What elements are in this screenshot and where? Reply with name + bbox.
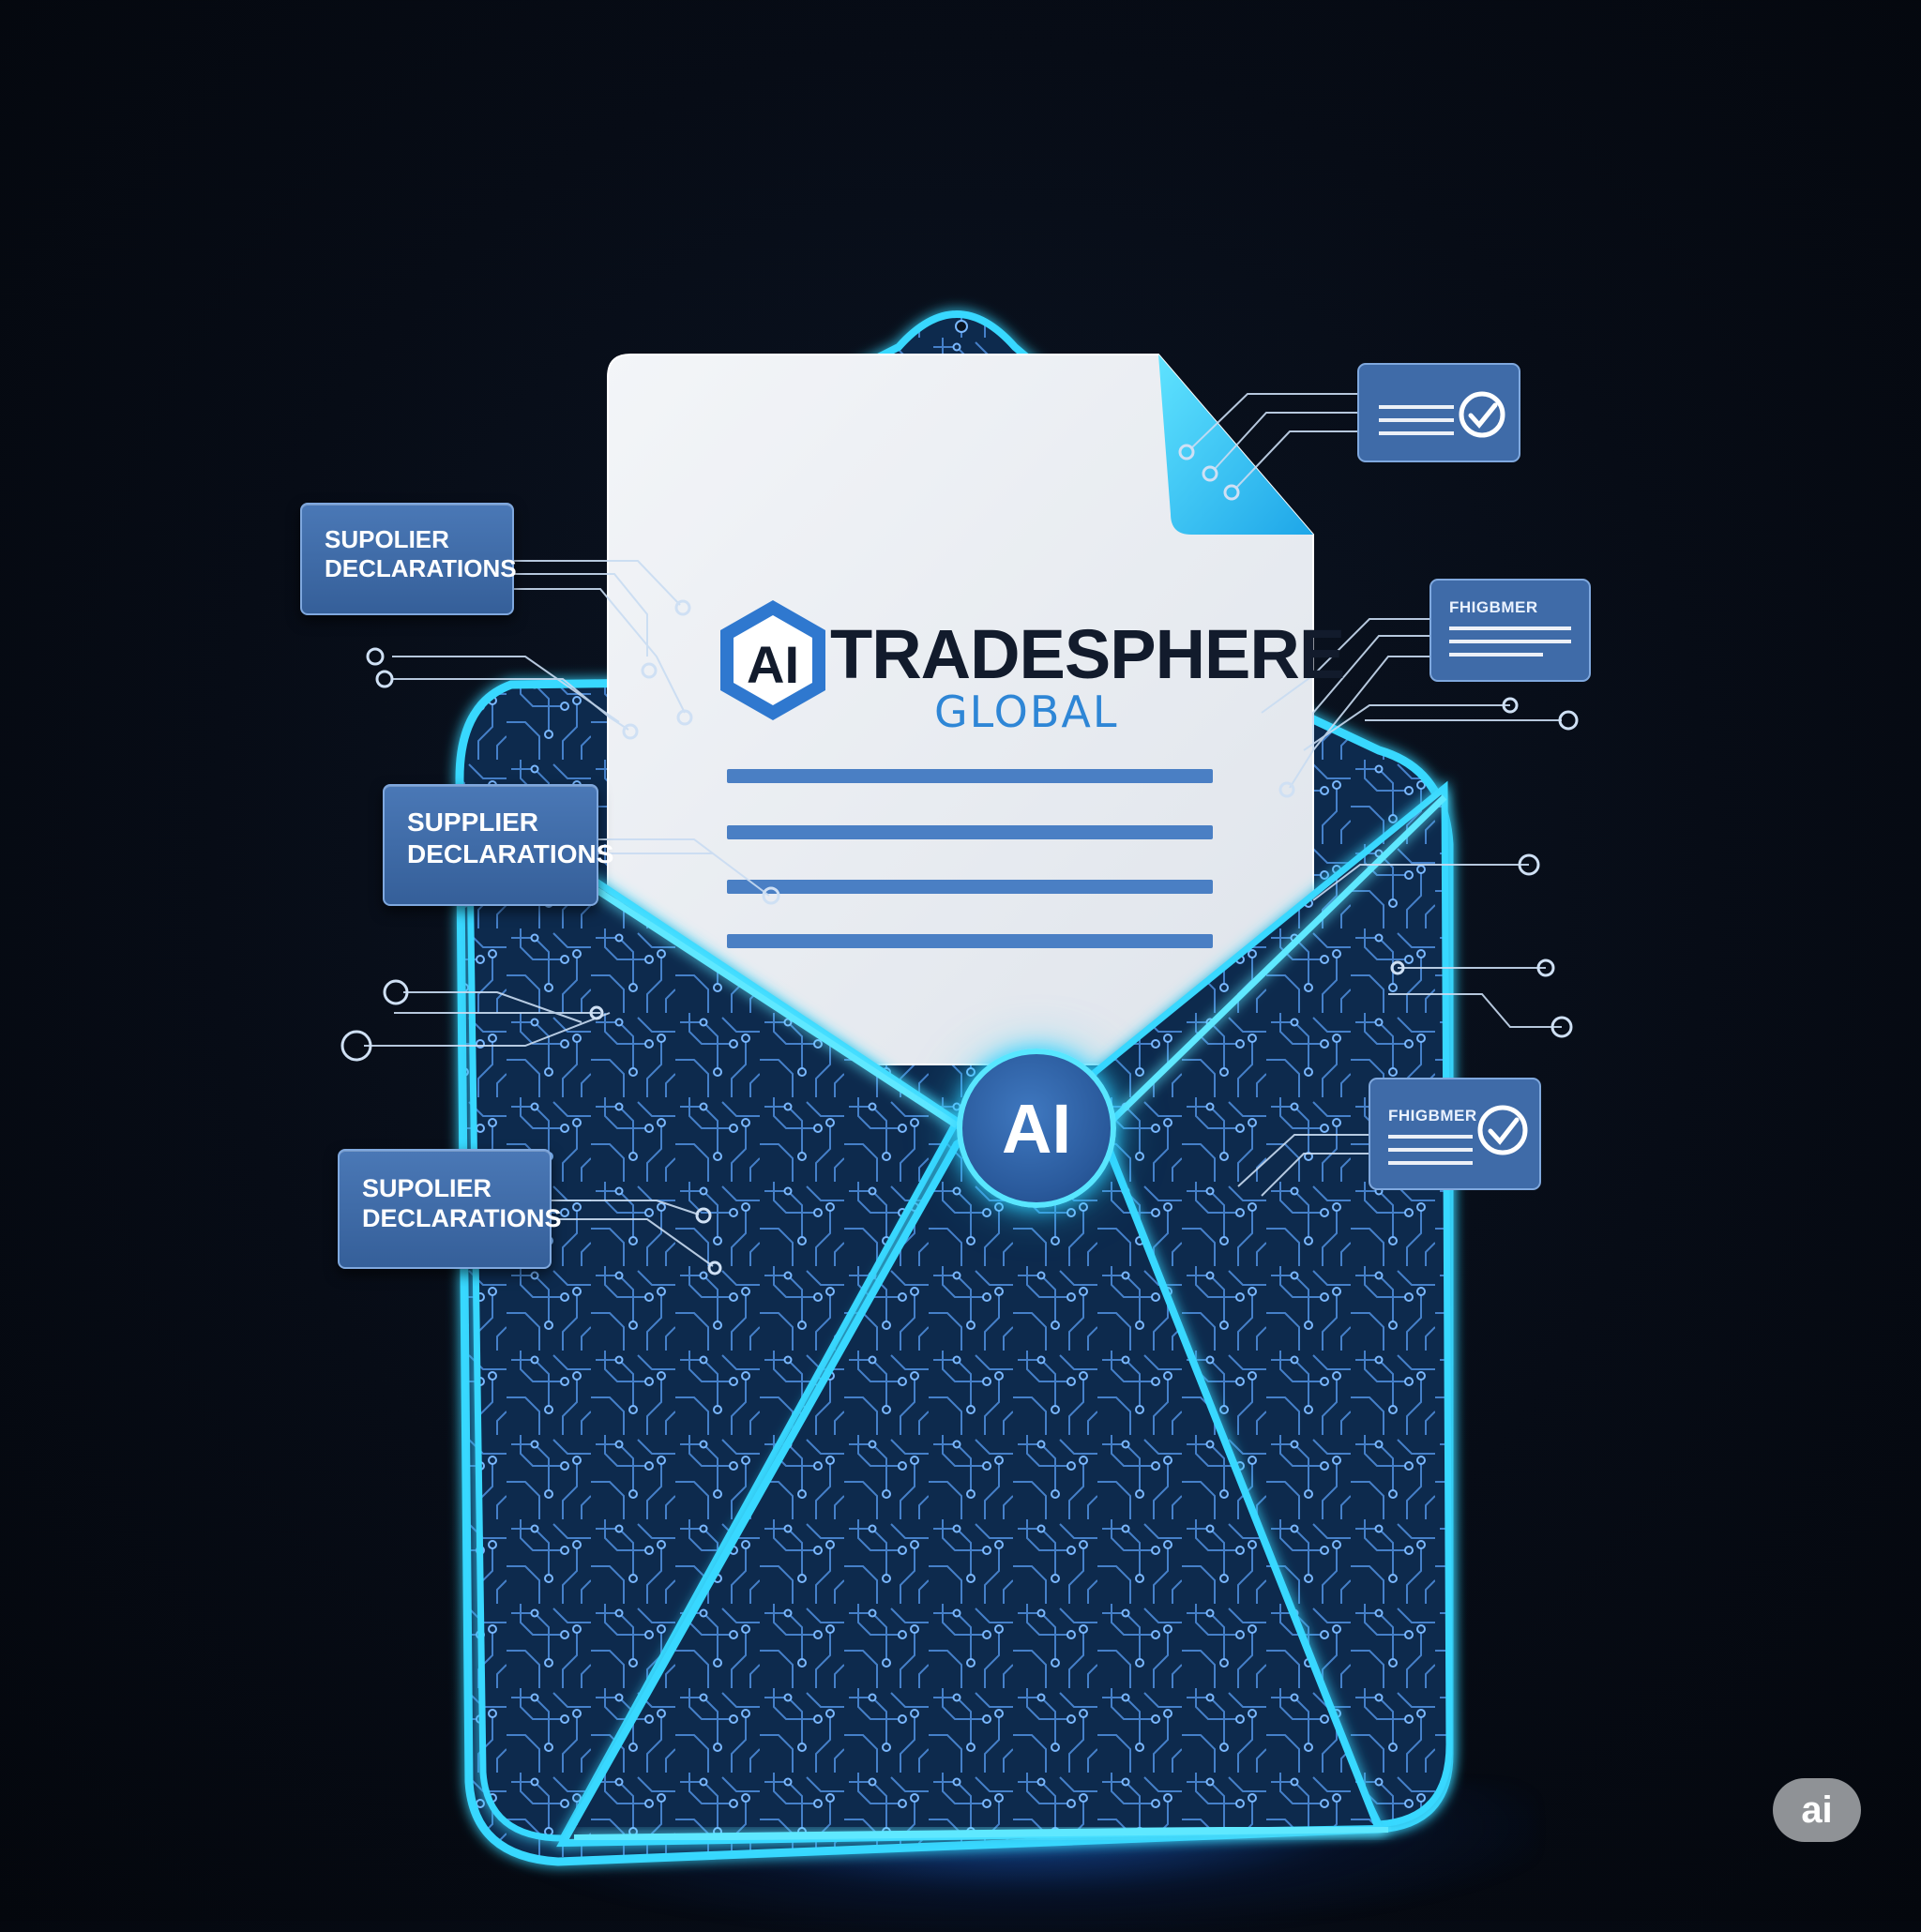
document-lines xyxy=(727,769,1213,948)
tag-line-1: SUPOLIER xyxy=(325,525,449,553)
ai-watermark: ai xyxy=(1773,1778,1861,1842)
tag-line-1: SUPOLIER xyxy=(362,1174,492,1202)
envelope-front xyxy=(465,780,1453,1848)
connector-lines xyxy=(364,393,1562,1267)
tag-line-1: SUPPLIER xyxy=(407,808,539,837)
check-icon xyxy=(1477,1105,1528,1155)
ai-badge: AI xyxy=(957,1049,1116,1208)
status-card-bottom xyxy=(1369,1078,1541,1190)
card-title-middle: FHIGBMER xyxy=(1449,598,1538,616)
tag-supplier-declarations-middle: SUPPLIER DECLARATIONS xyxy=(383,784,614,906)
status-card-top xyxy=(1357,363,1520,462)
tag-line-2: DECLARATIONS xyxy=(325,554,517,583)
brand-subtitle: GLOBAL xyxy=(934,687,1119,737)
check-icon xyxy=(1459,391,1505,438)
tag-line-2: DECLARATIONS xyxy=(407,838,614,868)
tag-supplier-declarations-top: SUPOLIER DECLARATIONS xyxy=(300,503,517,615)
logo-hex-letters: AI xyxy=(747,635,799,694)
connector-nodes xyxy=(340,444,1579,1275)
hexagon-logo-icon xyxy=(720,600,825,720)
tag-supplier-declarations-bottom: SUPOLIER DECLARATIONS xyxy=(338,1149,562,1269)
status-card-middle xyxy=(1429,579,1591,682)
brand-name: TRADESPHERE xyxy=(830,615,1345,693)
tag-line-2: DECLARATIONS xyxy=(362,1204,562,1233)
card-title-bottom: FHIGBMER xyxy=(1388,1107,1477,1124)
